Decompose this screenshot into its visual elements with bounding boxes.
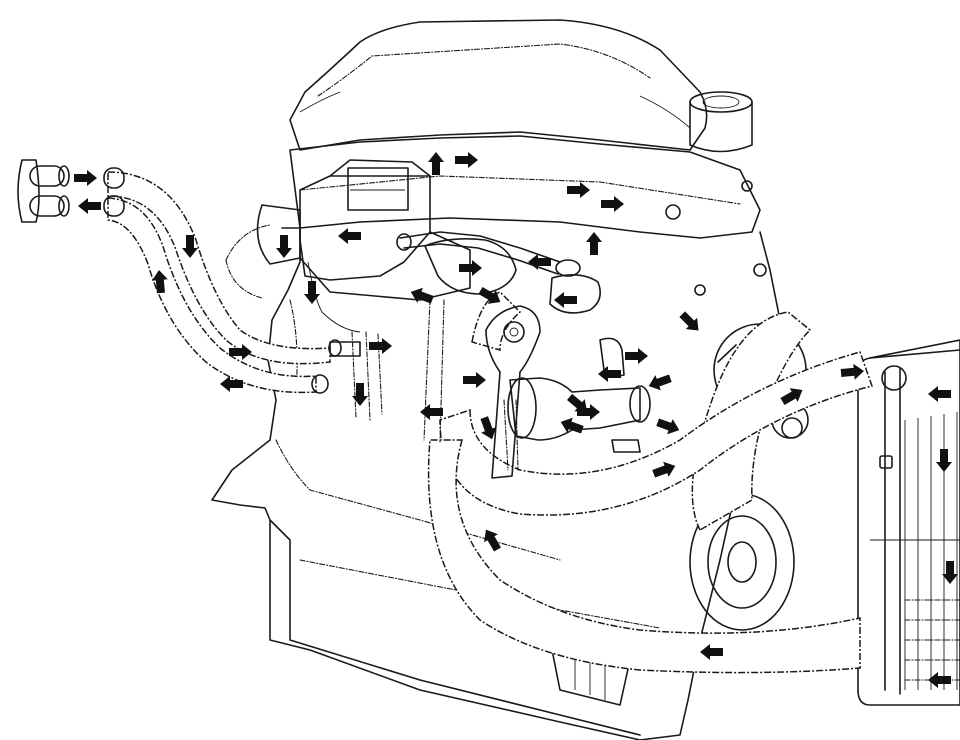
flow-arrow (554, 292, 577, 308)
flow-arrow (428, 152, 444, 175)
flow-arrow (676, 308, 705, 337)
flow-arrow (338, 228, 361, 244)
flow-arrow (598, 366, 621, 382)
flow-arrow (625, 348, 648, 364)
lower-radiator-hose (427, 439, 861, 674)
upper-radiator-hose (439, 291, 873, 516)
coolant-galleries (351, 299, 519, 471)
flow-arrow (74, 170, 97, 186)
heater-matrix-connections (17, 159, 125, 223)
flow-arrow (463, 372, 486, 388)
flow-arrow (645, 370, 674, 394)
flow-arrow (407, 284, 436, 308)
flow-arrow (369, 338, 392, 354)
flow-arrow (654, 414, 683, 438)
thermostat-housing (507, 377, 651, 453)
flow-arrow (420, 404, 443, 420)
flow-arrow (557, 414, 586, 438)
flow-arrow (78, 198, 101, 214)
flow-arrow (479, 525, 505, 554)
intake-manifold (225, 159, 625, 377)
flow-arrow (601, 196, 624, 212)
flow-arrow (567, 182, 590, 198)
water-pump-stem (485, 305, 541, 479)
flow-arrow (928, 386, 951, 402)
flow-arrow (936, 449, 952, 472)
flow-arrow (586, 232, 602, 255)
flow-arrow (276, 235, 292, 258)
flow-arrow (455, 152, 478, 168)
heater-hoses (107, 171, 342, 394)
